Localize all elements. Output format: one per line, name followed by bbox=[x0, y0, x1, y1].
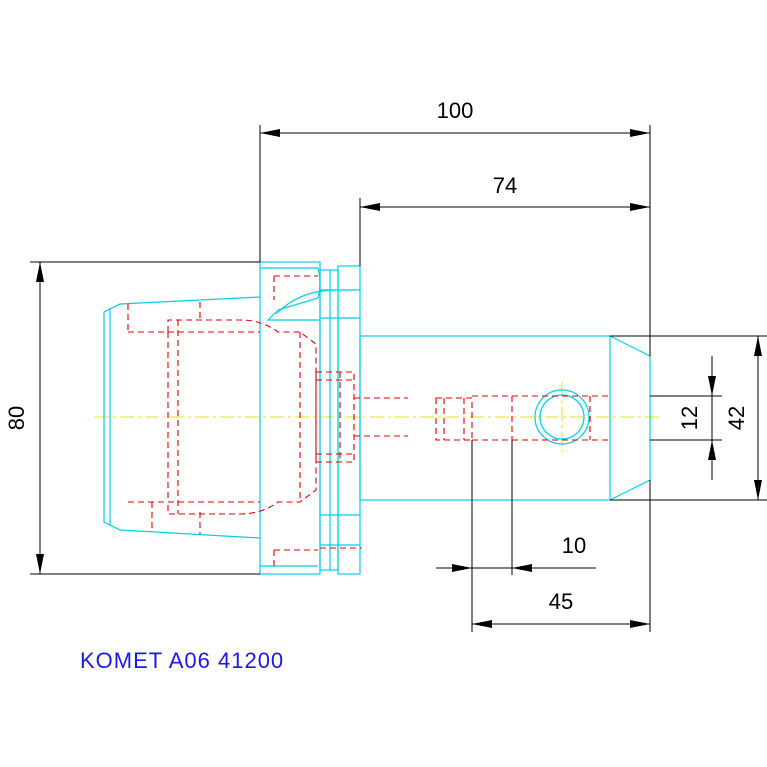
part-outline bbox=[103, 261, 651, 575]
dimension-shank-diameter: 42 bbox=[610, 335, 767, 501]
centerline bbox=[95, 382, 660, 452]
dimension-shank-length: 74 bbox=[359, 173, 650, 266]
part-caption: KOMET A06 41200 bbox=[80, 648, 284, 673]
dimension-label-80: 80 bbox=[4, 406, 29, 430]
dimension-bore-diameter: 12 bbox=[650, 356, 722, 480]
dimension-flange-diameter: 80 bbox=[4, 261, 260, 575]
dimension-label-10: 10 bbox=[562, 533, 586, 558]
dimension-overall-length: 100 bbox=[259, 98, 651, 356]
dimension-label-42: 42 bbox=[724, 406, 749, 430]
dimension-screw-position: 45 bbox=[472, 480, 651, 632]
dimension-label-74: 74 bbox=[493, 173, 517, 198]
dimension-label-45: 45 bbox=[549, 589, 573, 614]
dimension-screw-offset: 10 bbox=[436, 440, 596, 632]
dimension-label-12: 12 bbox=[677, 406, 702, 430]
hidden-lines bbox=[127, 275, 610, 566]
dimension-label-100: 100 bbox=[437, 98, 474, 123]
